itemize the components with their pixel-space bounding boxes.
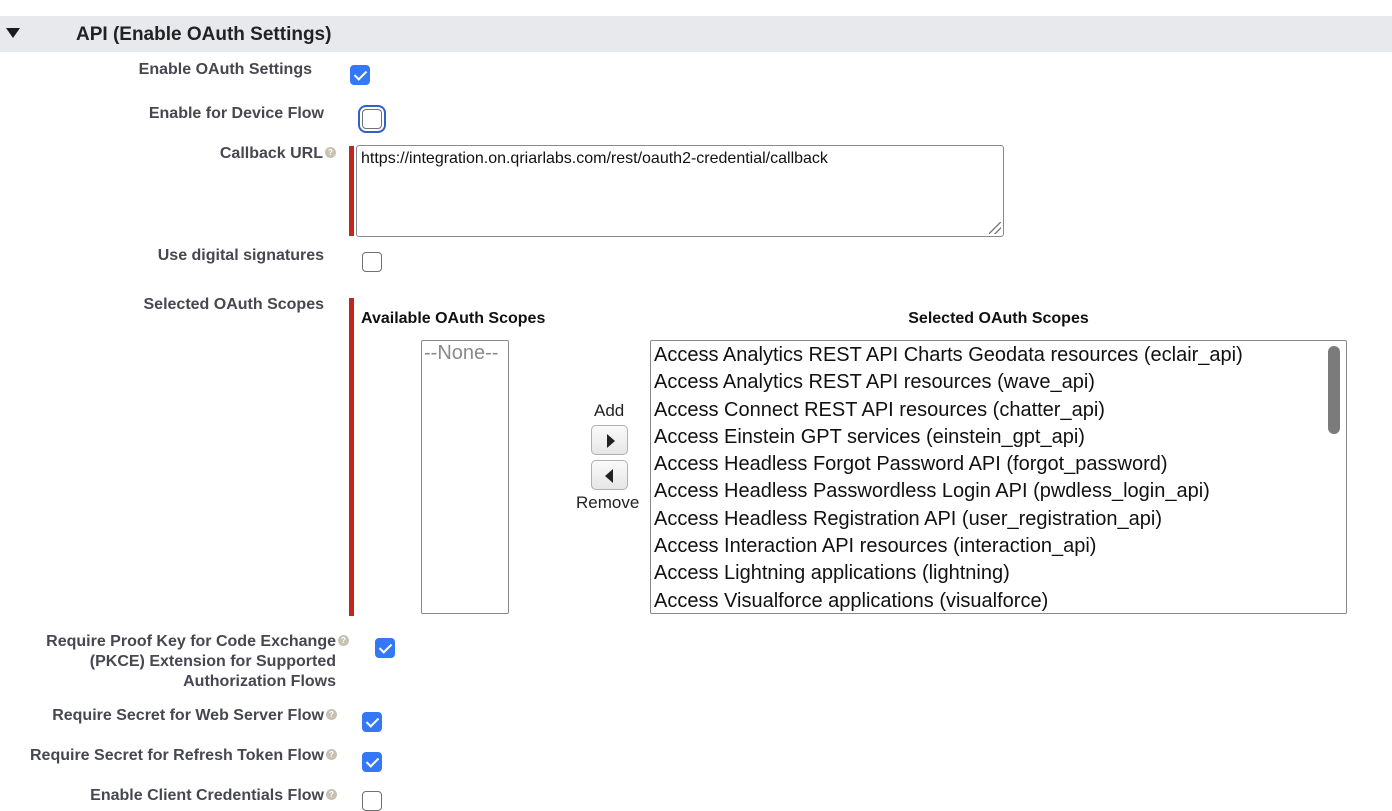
available-scopes-title: Available OAuth Scopes	[361, 310, 546, 327]
pkce-label-line1: Require Proof Key for Code Exchange	[46, 633, 336, 650]
help-icon[interactable]: ?	[338, 635, 349, 647]
help-icon[interactable]: ?	[326, 789, 337, 801]
section-header: API (Enable OAuth Settings)	[0, 16, 1392, 52]
list-item[interactable]: Access Connect REST API resources (chatt…	[654, 398, 1105, 421]
client-credentials-checkbox[interactable]	[362, 791, 382, 811]
remove-label: Remove	[576, 493, 640, 512]
selected-scopes-title: Selected OAuth Scopes	[908, 310, 1089, 327]
secret-refresh-checkbox[interactable]	[362, 752, 382, 772]
available-scopes-listbox[interactable]: --None--	[421, 340, 509, 614]
selected-scopes-listbox[interactable]: Access Analytics REST API Charts Geodata…	[650, 340, 1347, 614]
secret-refresh-label-text: Require Secret for Refresh Token Flow	[30, 747, 324, 764]
add-label: Add	[594, 401, 625, 420]
digital-signatures-label: Use digital signatures	[157, 247, 324, 264]
add-scope-button[interactable]	[591, 425, 628, 455]
digital-signatures-checkbox[interactable]	[362, 252, 382, 272]
client-credentials-label-text: Enable Client Credentials Flow	[90, 787, 324, 804]
secret-refresh-label: Require Secret for Refresh Token Flow?	[0, 746, 337, 766]
device-flow-label: Enable for Device Flow	[148, 105, 324, 122]
list-item[interactable]: Access Interaction API resources (intera…	[654, 535, 1097, 558]
arrow-right-icon	[607, 434, 615, 448]
remove-scope-button[interactable]	[591, 460, 628, 490]
scopes-label: Selected OAuth Scopes	[143, 296, 325, 313]
list-item[interactable]: Access Einstein GPT services (einstein_g…	[654, 425, 1085, 448]
pkce-label-line2: (PKCE) Extension for Supported	[89, 653, 336, 670]
required-indicator	[349, 298, 354, 616]
callback-url-value: https://integration.on.qriarlabs.com/res…	[361, 150, 828, 167]
pkce-label: Require Proof Key for Code Exchange? (PK…	[0, 632, 349, 692]
callback-url-textarea[interactable]: https://integration.on.qriarlabs.com/res…	[356, 145, 1004, 237]
list-item[interactable]: Access Headless Forgot Password API (for…	[654, 453, 1168, 476]
secret-web-server-checkbox[interactable]	[362, 712, 382, 732]
secret-web-server-label: Require Secret for Web Server Flow?	[0, 706, 337, 726]
resize-grip-icon[interactable]	[989, 222, 1001, 234]
device-flow-checkbox[interactable]	[362, 109, 382, 129]
pkce-checkbox[interactable]	[375, 638, 395, 658]
secret-web-server-label-text: Require Secret for Web Server Flow	[52, 707, 324, 724]
collapse-triangle-icon[interactable]	[6, 28, 20, 38]
list-option-none[interactable]: --None--	[424, 342, 499, 364]
help-icon[interactable]: ?	[325, 147, 336, 159]
callback-url-label: Callback URL?	[60, 144, 336, 164]
list-item[interactable]: Access Analytics REST API Charts Geodata…	[654, 344, 1243, 366]
pkce-label-line3: Authorization Flows	[183, 673, 336, 690]
enable-oauth-label: Enable OAuth Settings	[138, 61, 312, 78]
required-indicator	[349, 146, 354, 236]
list-item[interactable]: Access Analytics REST API resources (wav…	[654, 371, 1095, 394]
list-item[interactable]: Access Lightning applications (lightning…	[654, 562, 1010, 585]
callback-url-label-text: Callback URL	[219, 145, 323, 162]
section-title: API (Enable OAuth Settings)	[76, 24, 332, 45]
client-credentials-label: Enable Client Credentials Flow?	[0, 786, 337, 806]
help-icon[interactable]: ?	[326, 749, 337, 761]
list-item[interactable]: Access Headless Registration API (user_r…	[654, 507, 1163, 530]
list-item[interactable]: Access Headless Passwordless Login API (…	[654, 480, 1210, 503]
arrow-left-icon	[605, 469, 613, 483]
help-icon[interactable]: ?	[326, 709, 337, 721]
scrollbar-thumb[interactable]	[1328, 346, 1340, 434]
enable-oauth-checkbox[interactable]	[350, 65, 370, 85]
list-item[interactable]: Access Visualforce applications (visualf…	[654, 589, 1049, 612]
